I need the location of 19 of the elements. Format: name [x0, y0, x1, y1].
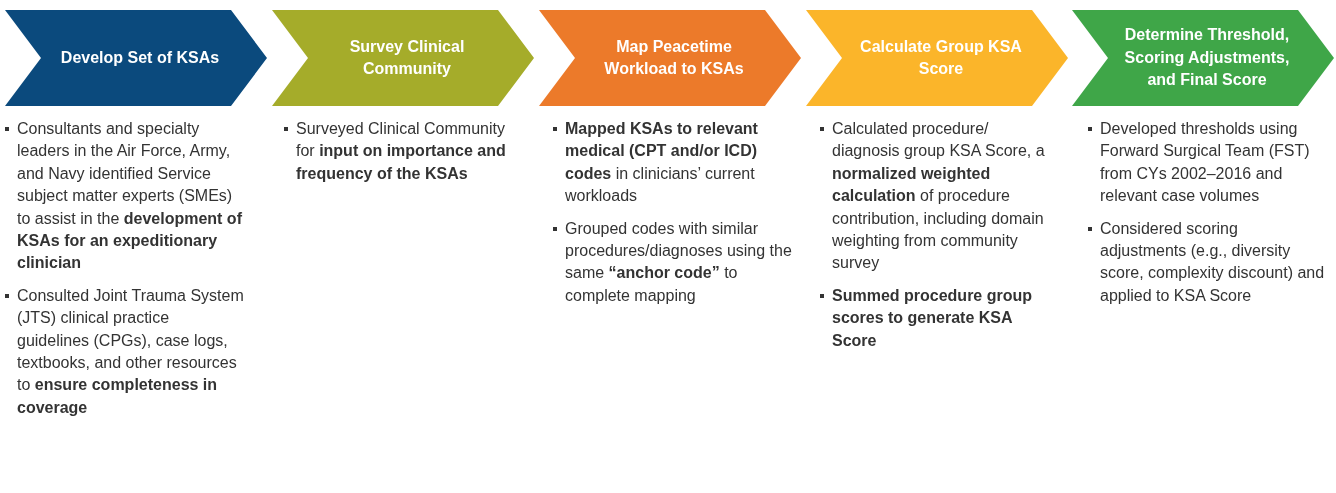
bullet-text: Consultants and specialty leaders in the Air Force, Army, and Navy identified Service subject matter experts (SMEs) to assist in the development of KSAs for an expeditionary clinician [17, 120, 242, 272]
bullet-text: Summed procedure group scores to generate KSA Score [832, 286, 1033, 349]
step-banner [1072, 10, 1334, 106]
step-banner [5, 10, 267, 106]
step-banner [539, 10, 801, 106]
bullet-text: Mapped KSAs to relevant medical (CPT and/or ICD) codes in clinicians’ current workloads [565, 120, 758, 205]
step-title: Map Peacetime Workload to KSAs [603, 36, 745, 79]
bullet-text: Grouped codes with similar procedures/diagnoses using the same “anchor code” to complete mapping [565, 219, 792, 304]
step-banner [806, 10, 1068, 106]
step-title: Survey Clinical Community [348, 36, 466, 79]
bullet-text: Calculated procedure/ diagnosis group KSA Score, a normalized weighted calculation of procedure contribution, including domain weighting from community survey [832, 120, 1045, 272]
bullet-text: Considered scoring adjustments (e.g., diversity score, complexity discount) and applied to KSA Score [1100, 219, 1325, 304]
step-title: Calculate Group KSA Score [859, 36, 1023, 79]
step-banner [272, 10, 534, 106]
bullet-text: Surveyed Clinical Community for input on importance and frequency of the KSAs [296, 120, 506, 182]
bullet-text: Developed thresholds using Forward Surgical Team (FST) from CYs 2002–2016 and relevant case volumes [1100, 120, 1310, 205]
step-title: Determine Threshold, Scoring Adjustments, and Final Score [1123, 25, 1291, 91]
step-title: Develop Set of KSAs [59, 47, 221, 68]
bullet-text: Consulted Joint Trauma System (JTS) clinical practice guidelines (CPGs), case logs, textbooks, and other resources to ensure completeness in coverage [17, 286, 244, 416]
